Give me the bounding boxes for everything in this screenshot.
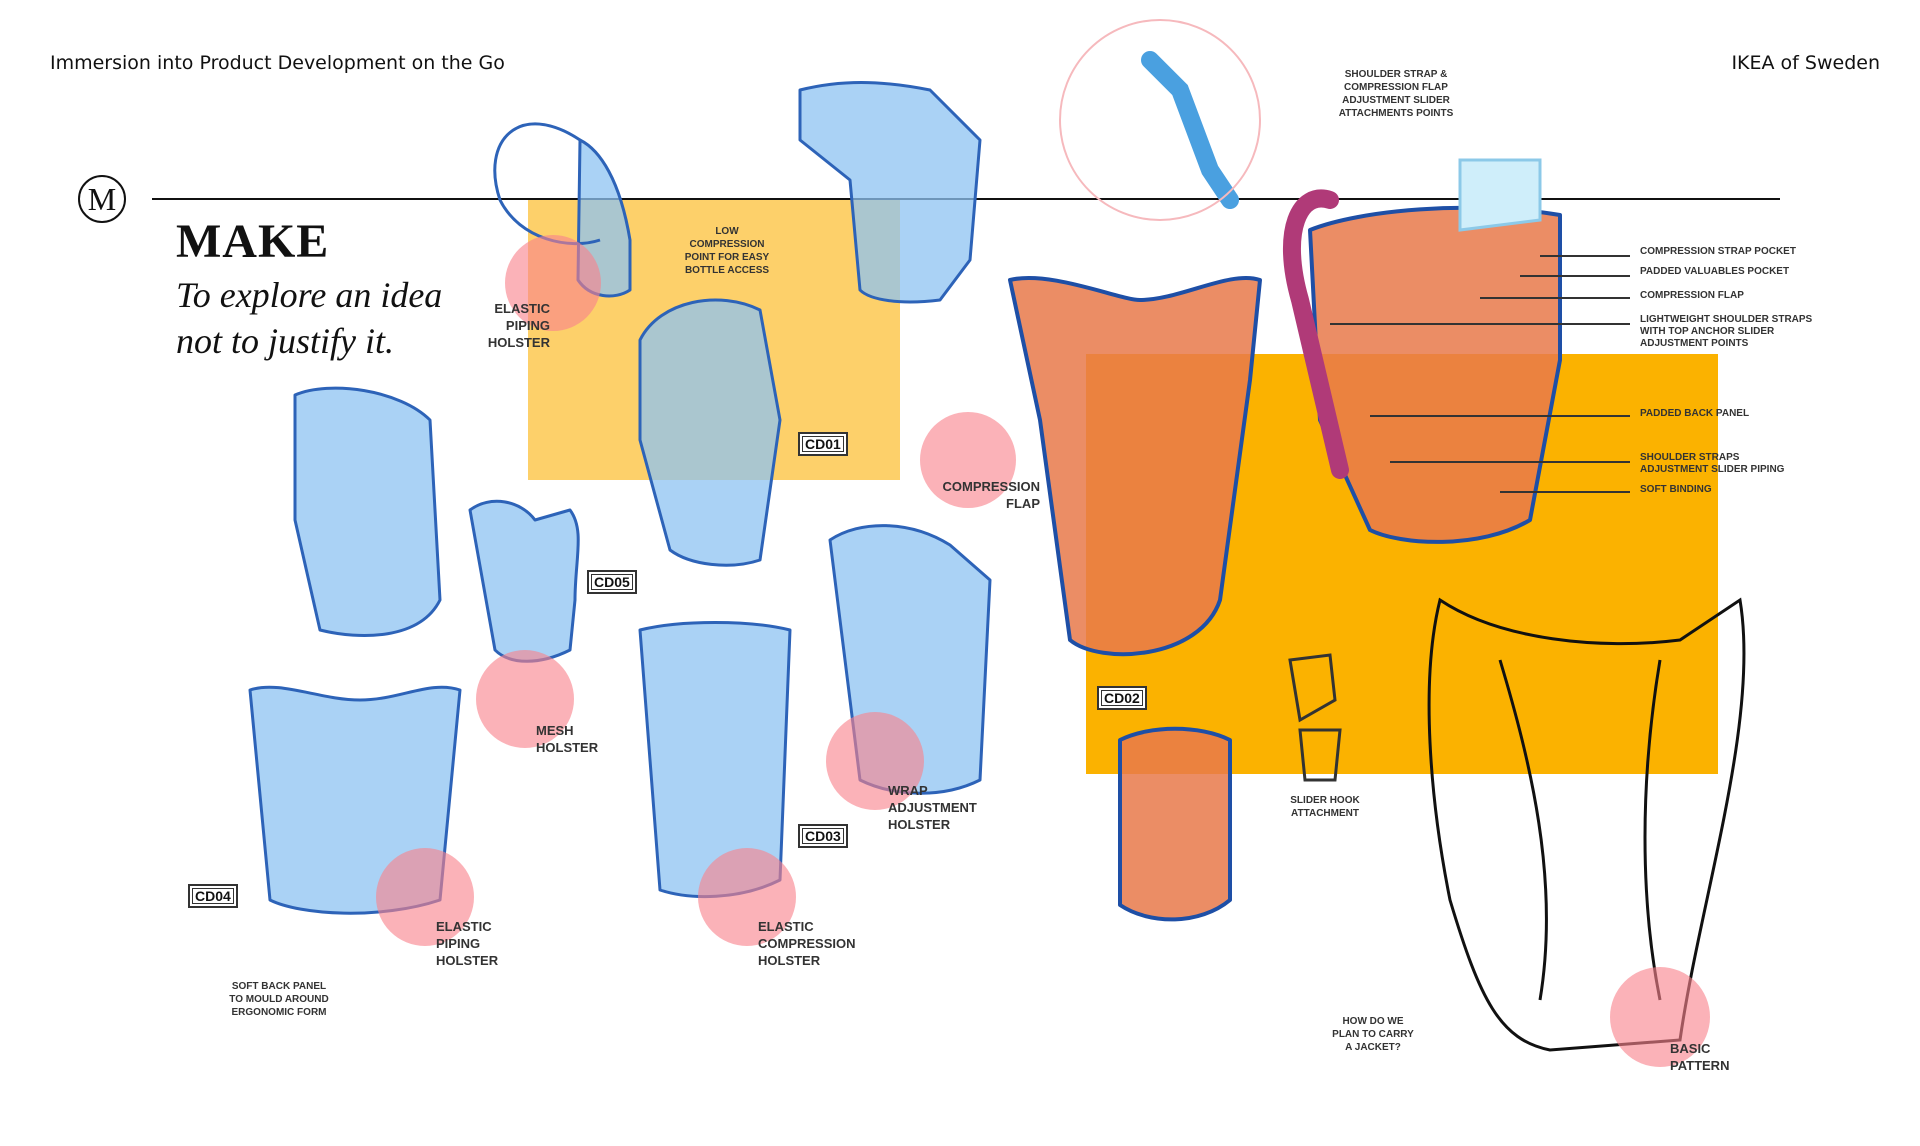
document-title: Immersion into Product Development on th… [50,52,505,74]
label-mesh-holster: MESH HOLSTER [536,723,599,755]
sketch-left-pack [293,386,442,638]
callout-shoulder-straps-piping-2: ADJUSTMENT SLIDER PIPING [1640,464,1785,475]
tagline-line-1: To explore an idea [176,275,443,315]
callout-padded-back-panel: PADDED BACK PANEL [1640,408,1750,419]
section-tagline: To explore an idea not to justify it. [176,272,442,364]
label-wrap-adjustment: WRAP ADJUSTMENT HOLSTER [888,783,977,832]
label-slider-hook: SLIDER HOOK ATTACHMENT [1290,795,1360,819]
highlight-elastic-compression [698,848,796,946]
code-cd04: CD04 [188,884,238,908]
highlight-basic-pattern [1610,967,1710,1067]
organization-name: IKEA of Sweden [1731,52,1880,74]
callout-padded-valuables-pocket: PADDED VALUABLES POCKET [1640,266,1790,277]
highlight-elastic-piping-bottom [376,848,474,946]
code-cd01: CD01 [798,432,848,456]
sketch-harness-top [798,81,982,304]
section-logo: M [78,175,126,223]
label-compression-flap: COMPRESSION FLAP [942,479,1040,511]
highlight-compression-flap [920,412,1016,508]
highlight-elastic-piping-top [505,235,601,331]
sketch-cd03 [638,621,792,899]
label-jacket-question: HOW DO WE PLAN TO CARRY A JACKET? [1332,1016,1414,1053]
section-heading: MAKE [176,215,330,268]
label-elastic-piping-top: ELASTIC PIPING HOLSTER [487,301,550,350]
tagline-line-2: not to justify it. [176,321,395,361]
callout-shoulder-straps-1: LIGHTWEIGHT SHOULDER STRAPS [1640,314,1813,325]
callout-shoulder-straps-2: WITH TOP ANCHOR SLIDER [1640,326,1775,337]
callout-compression-strap-pocket: COMPRESSION STRAP POCKET [1640,246,1796,257]
highlight-mesh-holster [476,650,574,748]
code-cd02: CD02 [1097,686,1147,710]
label-shoulder-strap: SHOULDER STRAP & COMPRESSION FLAP ADJUST… [1338,69,1454,119]
label-low-compression: LOW COMPRESSION POINT FOR EASY BOTTLE AC… [684,226,770,276]
highlight-wrap-holster [826,712,924,810]
label-elastic-compression: ELASTIC COMPRESSION HOLSTER [758,919,856,968]
code-cd03: CD03 [798,824,848,848]
callout-shoulder-straps-piping-1: SHOULDER STRAPS [1640,452,1740,463]
sketch-cd01 [638,298,782,567]
callout-soft-binding: SOFT BINDING [1640,484,1712,495]
callout-shoulder-straps-3: ADJUSTMENT POINTS [1640,338,1749,349]
sketch-center-pack [1008,276,1262,657]
label-soft-back-panel: SOFT BACK PANEL TO MOULD AROUND ERGONOMI… [229,981,329,1018]
code-cd05: CD05 [587,570,637,594]
sketch-bottle-pack [1118,726,1232,922]
label-elastic-piping-bottom: ELASTIC PIPING HOLSTER [436,919,499,968]
label-basic-pattern: BASIC PATTERN [1670,1041,1730,1073]
callout-compression-flap: COMPRESSION FLAP [1640,290,1744,301]
sketch-right-pack [1308,205,1562,544]
